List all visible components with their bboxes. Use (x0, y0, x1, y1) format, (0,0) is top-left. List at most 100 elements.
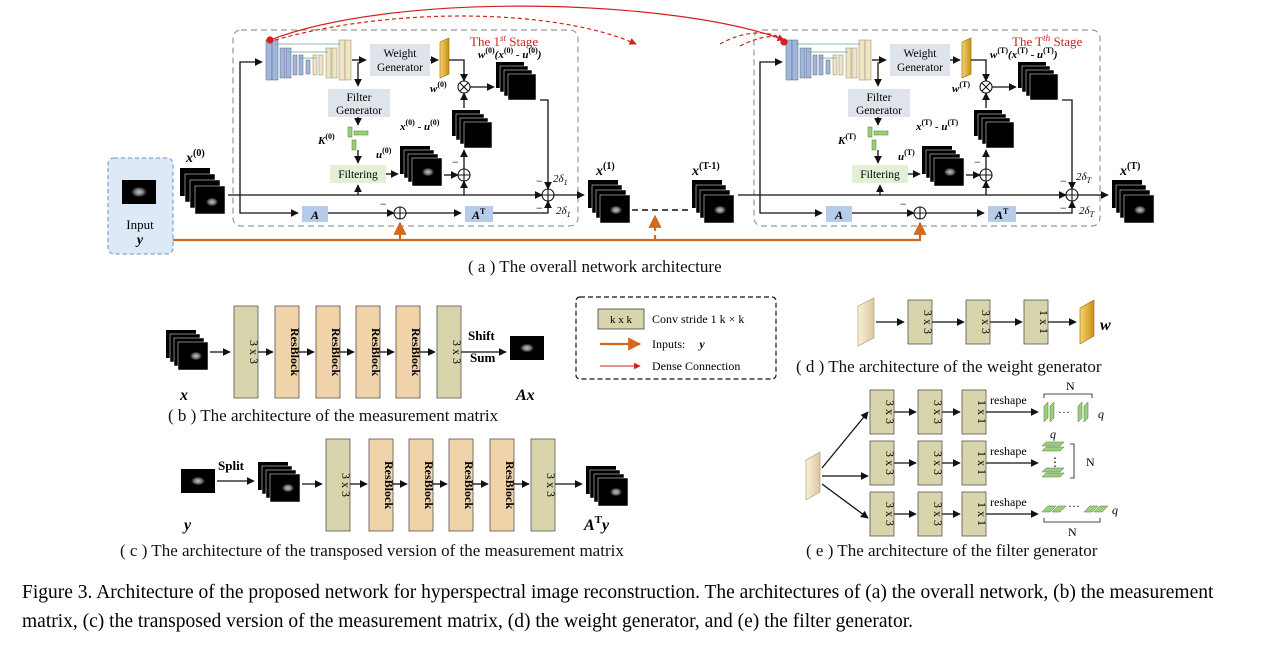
x1-stack (588, 180, 631, 224)
e-block-r0-0-label: 3 x 3 (883, 400, 897, 424)
stage1-filtering (330, 165, 386, 183)
c-block-1-label: ResBlock (382, 461, 396, 509)
c-ATy-label: ATy (583, 514, 610, 534)
stageT-title: The Tth Stage (1012, 33, 1083, 49)
stageT-xu-stack (974, 110, 1015, 149)
stage1-unet (265, 39, 352, 81)
b-block-0-label: 3 x 3 (247, 340, 261, 364)
b-block-3-label: ResBlock (369, 328, 383, 376)
e-out1-dots: ··· (1058, 405, 1070, 419)
stage1-A-label: A (310, 208, 319, 222)
subcaption-a: ( a ) The overall network architecture (468, 257, 722, 276)
stage1-filter-gen-l1: Filter (347, 92, 372, 104)
c-block-4-label: ResBlock (503, 461, 517, 509)
c-block-2-label: ResBlock (422, 461, 436, 509)
e-block-r1-0-label: 3 x 3 (883, 451, 897, 475)
input-label: Input (126, 217, 154, 232)
stage1-K-label: K(0) (317, 132, 335, 147)
e-input-volume (805, 451, 821, 501)
c-block-5: 3 x 3 (530, 438, 558, 532)
stage1-wxu-stack (496, 62, 537, 101)
e-block-r1-1-label: 3 x 3 (931, 451, 945, 475)
stage1-u-stack (400, 146, 443, 187)
e-out-row1 (1043, 393, 1093, 423)
stage1-weight-gen-l1: Weight (384, 48, 418, 60)
stage1-minus-b: − (452, 155, 459, 169)
d-block-2-label: 1 x 1 (1037, 310, 1051, 334)
stageT-minus-d: − (1060, 201, 1067, 215)
stageT-wxu-label: w(T)(x(T) - u(T)) (990, 46, 1058, 61)
stage1-wxu-label: w(0)(x(0) - u(0)) (478, 46, 541, 61)
b-block-5: 3 x 3 (436, 305, 464, 399)
b-block-3: ResBlock (355, 305, 383, 399)
stageT-filtering-label: Filtering (860, 169, 900, 181)
e-out3-N: N (1068, 525, 1077, 539)
stageT-A-label: A (834, 208, 843, 222)
stageT-AT-box (988, 206, 1016, 222)
subcaption-e: ( e ) The architecture of the filter gen… (806, 541, 1098, 560)
b-x-stack (166, 330, 209, 371)
stageT-u-label: u(T) (898, 148, 915, 163)
legend-conv-text: Conv stride 1 k × k (652, 312, 744, 326)
stage1-minus-d: − (536, 201, 543, 215)
c-block-3: ResBlock (448, 438, 476, 532)
b-x-label: x (179, 387, 188, 404)
b-sum-label: Sum (470, 350, 495, 365)
stage1-xu-label: x(0) - u(0) (399, 118, 440, 133)
e-out2-vdots: ⋮ (1049, 455, 1061, 469)
stageT-w-label: w(T) (952, 80, 970, 95)
e-out1-q: q (1098, 407, 1104, 421)
e-block-r2-1-label: 3 x 3 (931, 502, 945, 526)
b-shift-label: Shift (468, 328, 495, 343)
c-y-image (181, 469, 215, 493)
input-y-lines (173, 214, 927, 242)
c-block-1: ResBlock (368, 438, 396, 532)
e-block-r1-1: 3 x 3 (917, 440, 945, 486)
b-block-0: 3 x 3 (233, 305, 261, 399)
e-block-r0-2: 1 x 1 (961, 389, 989, 435)
stageT-delta-bot: 2δT (1079, 205, 1095, 219)
c-block-0-label: 3 x 3 (339, 473, 353, 497)
e-block-r2-0: 3 x 3 (869, 491, 897, 537)
stage1-weight-gen-l2: Generator (377, 62, 423, 74)
c-block-0: 3 x 3 (325, 438, 353, 532)
b-block-2: ResBlock (315, 305, 343, 399)
e-out2-N: N (1086, 455, 1095, 469)
stageT-AT-label: AT (994, 207, 1009, 222)
d-w-label: w (1100, 317, 1111, 334)
xT1-stack (692, 180, 735, 224)
stageT-A-box (826, 206, 852, 222)
d-input-volume (857, 297, 875, 347)
stage1-title: The 1st Stage (470, 33, 538, 49)
e-block-r1-0: 3 x 3 (869, 440, 897, 486)
stage1-filter-gen-l2: Generator (336, 105, 382, 117)
stageT-weight-map (961, 37, 972, 79)
xT1-label: x(T-1) (691, 161, 720, 179)
stageT-region (753, 29, 1101, 227)
e-block-r0-1-label: 3 x 3 (931, 400, 945, 424)
stage1-kernel (347, 126, 369, 151)
stageT-filter-gen-l2: Generator (856, 105, 902, 117)
stage1-filter-generator (328, 89, 390, 117)
c-ATy-stack (586, 466, 629, 507)
c-block-4: ResBlock (489, 438, 517, 532)
stage1-AT-box (465, 206, 493, 222)
stageT-u-stack (922, 146, 965, 187)
legend-inputs-text: Inputs:y (652, 337, 705, 351)
b-block-1: ResBlock (274, 305, 302, 399)
d-block-2: 1 x 1 (1023, 299, 1051, 345)
subcaption-b: ( b ) The architecture of the measuremen… (168, 406, 499, 425)
e-block-r0-2-label: 1 x 1 (975, 400, 989, 424)
e-branch-arrows (821, 411, 869, 519)
stage1-xu-stack (452, 110, 493, 149)
stage1-u-label: u(0) (376, 146, 392, 161)
stage1-delta-top: 2δ1 (553, 173, 568, 187)
input-var: y (135, 233, 144, 248)
stageT-weight-gen-l2: Generator (897, 62, 943, 74)
stageT-delta-top: 2δT (1076, 171, 1092, 185)
stageT-minus-b: − (974, 155, 981, 169)
b-block-2-label: ResBlock (329, 328, 343, 376)
